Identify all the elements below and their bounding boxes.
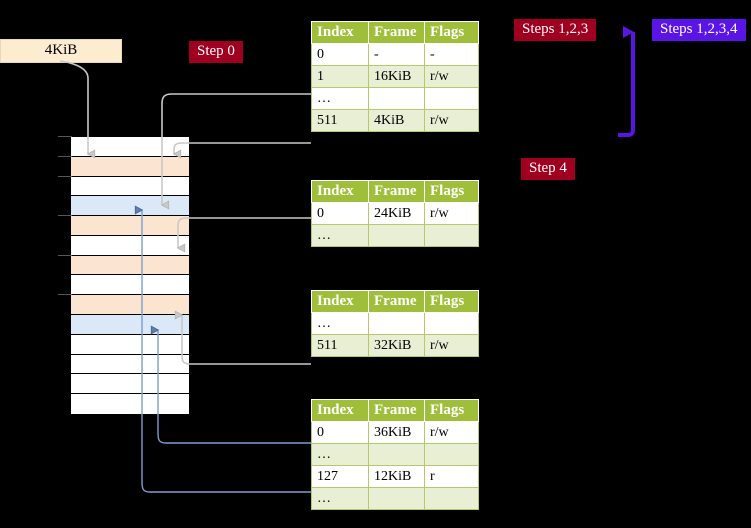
column-header-flags: Flags xyxy=(424,21,479,44)
table-cell xyxy=(424,487,479,510)
column-header-index: Index xyxy=(311,399,369,422)
memory-frame-row xyxy=(71,156,189,177)
table-row: 0-- xyxy=(311,43,479,66)
table-cell: 1 xyxy=(311,65,369,88)
memory-size-box: 4KiB xyxy=(0,39,122,63)
step-badge-steps1234: Steps 1,2,3,4 xyxy=(652,19,746,41)
column-header-frame: Frame xyxy=(368,290,425,313)
column-header-flags: Flags xyxy=(424,399,479,422)
table-cell: 0 xyxy=(311,202,369,225)
table-cell xyxy=(368,312,425,335)
table-cell: … xyxy=(311,443,369,466)
column-header-index: Index xyxy=(311,21,369,44)
table-row: … xyxy=(311,312,479,335)
table-cell: 511 xyxy=(311,109,369,132)
table-cell: 511 xyxy=(311,334,369,357)
table-cell: r/w xyxy=(424,65,479,88)
table-cell: - xyxy=(368,43,425,66)
table-cell xyxy=(368,487,425,510)
memory-grid-tick xyxy=(58,215,72,217)
table-cell: … xyxy=(311,487,369,510)
memory-frame-row xyxy=(71,176,189,197)
table-cell: - xyxy=(424,43,479,66)
memory-frame-row xyxy=(71,255,189,276)
table-cell xyxy=(424,443,479,466)
column-header-flags: Flags xyxy=(424,290,479,313)
table-cell: r xyxy=(424,465,479,488)
table-cell: … xyxy=(311,87,369,110)
table-cell: 32KiB xyxy=(368,334,425,357)
connector-pd-row511-to-memory xyxy=(182,315,311,365)
table-cell: 4KiB xyxy=(368,109,425,132)
table-cell xyxy=(368,224,425,247)
table-cell xyxy=(424,312,479,335)
table-cell: … xyxy=(311,312,369,335)
memory-frame-row xyxy=(71,374,189,395)
memory-frame-row xyxy=(71,315,189,335)
connector-pdpt-row0-to-memory xyxy=(178,217,311,248)
memory-grid-tick xyxy=(58,294,72,296)
table-row: … xyxy=(311,224,479,247)
column-header-frame: Frame xyxy=(368,180,425,203)
column-header-frame: Frame xyxy=(368,399,425,422)
column-header-frame: Frame xyxy=(368,21,425,44)
column-header-index: Index xyxy=(311,180,369,203)
column-header-flags: Flags xyxy=(424,180,479,203)
table-row: … xyxy=(311,87,479,110)
memory-frame-row xyxy=(71,235,189,256)
memory-grid-tick xyxy=(58,155,72,157)
table-cell xyxy=(424,224,479,247)
step-badge-steps123: Steps 1,2,3 xyxy=(514,19,597,41)
connector-steps-loop-arrow xyxy=(618,26,635,137)
table-cell: 12KiB xyxy=(368,465,425,488)
table-cell: 36KiB xyxy=(368,421,425,444)
table-cell: r/w xyxy=(424,202,479,225)
table-cell: 0 xyxy=(311,43,369,66)
memory-frame-row xyxy=(71,354,189,375)
table-cell: 16KiB xyxy=(368,65,425,88)
column-header-index: Index xyxy=(311,290,369,313)
table-cell xyxy=(368,87,425,110)
table-row: … xyxy=(311,487,479,510)
table-cell: 24KiB xyxy=(368,202,425,225)
memory-size-label: 4KiB xyxy=(44,42,78,58)
step-badge-step0: Step 0 xyxy=(189,41,243,63)
memory-frame-row xyxy=(71,275,189,296)
table-cell: r/w xyxy=(424,109,479,132)
memory-frame-row xyxy=(71,394,189,414)
memory-frame-row xyxy=(71,334,189,355)
memory-frame-row xyxy=(71,196,189,217)
table-cell: 0 xyxy=(311,421,369,444)
table-cell: r/w xyxy=(424,334,479,357)
physical-memory-grid xyxy=(70,136,190,414)
table-row: … xyxy=(311,443,479,466)
table-cell: … xyxy=(311,224,369,247)
step-badge-step4: Step 4 xyxy=(521,158,575,180)
table-cell xyxy=(424,87,479,110)
memory-frame-row xyxy=(71,216,189,236)
memory-grid-tick xyxy=(58,254,72,256)
memory-grid-tick xyxy=(58,136,72,137)
memory-frame-row xyxy=(71,137,189,157)
table-cell xyxy=(368,443,425,466)
connector-pml4-row511-to-memory xyxy=(174,142,311,154)
table-cell: r/w xyxy=(424,421,479,444)
memory-grid-tick xyxy=(58,175,72,177)
memory-frame-row xyxy=(71,295,189,316)
table-cell: 127 xyxy=(311,465,369,488)
